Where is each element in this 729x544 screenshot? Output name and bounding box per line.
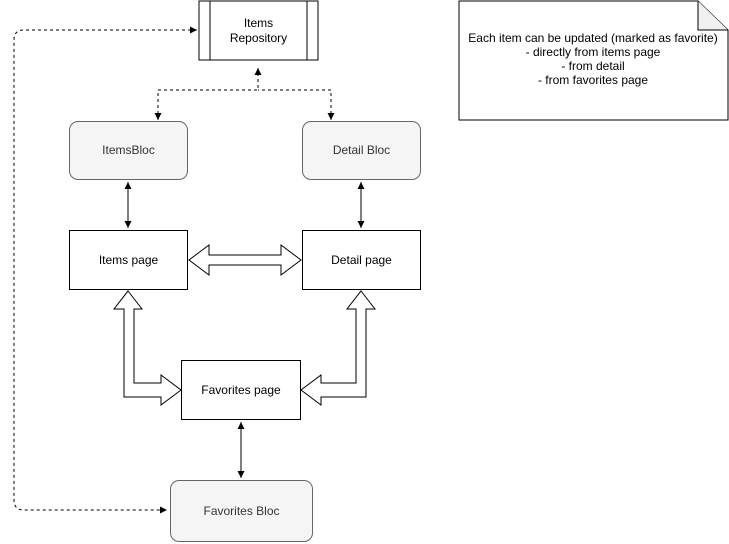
dashed-edge-detailbloc-repository [258,89,335,120]
note-line: - directly from items page [525,45,661,59]
note-line: Each item can be updated (marked as favo… [468,31,718,45]
note-text: Each item can be updated (marked as favo… [462,31,724,87]
flow-arrow-detail-favorites [300,290,377,406]
items-repository-node: Items Repository [229,15,288,45]
detail-page-node: Detail page [302,230,421,290]
items-bloc-node: ItemsBloc [69,121,188,180]
note-fold [697,1,728,31]
note-shape [458,0,729,121]
detail-bloc-node: Detail Bloc [302,121,421,180]
favorites-page-node: Favorites page [181,360,301,420]
items-page-node: Items page [69,230,188,290]
flow-arrow-items-favorites [112,290,182,406]
favorites-bloc-node: Favorites Bloc [170,480,313,542]
note-line: - from favorites page [537,73,649,87]
items-repository-box [198,0,319,61]
flow-arrow-items-detail [188,244,302,276]
dashed-edge-itemsbloc-repository [154,68,262,120]
dashed-edge-favoritesbloc-repository [13,26,197,514]
note-line: - from detail [561,59,625,73]
